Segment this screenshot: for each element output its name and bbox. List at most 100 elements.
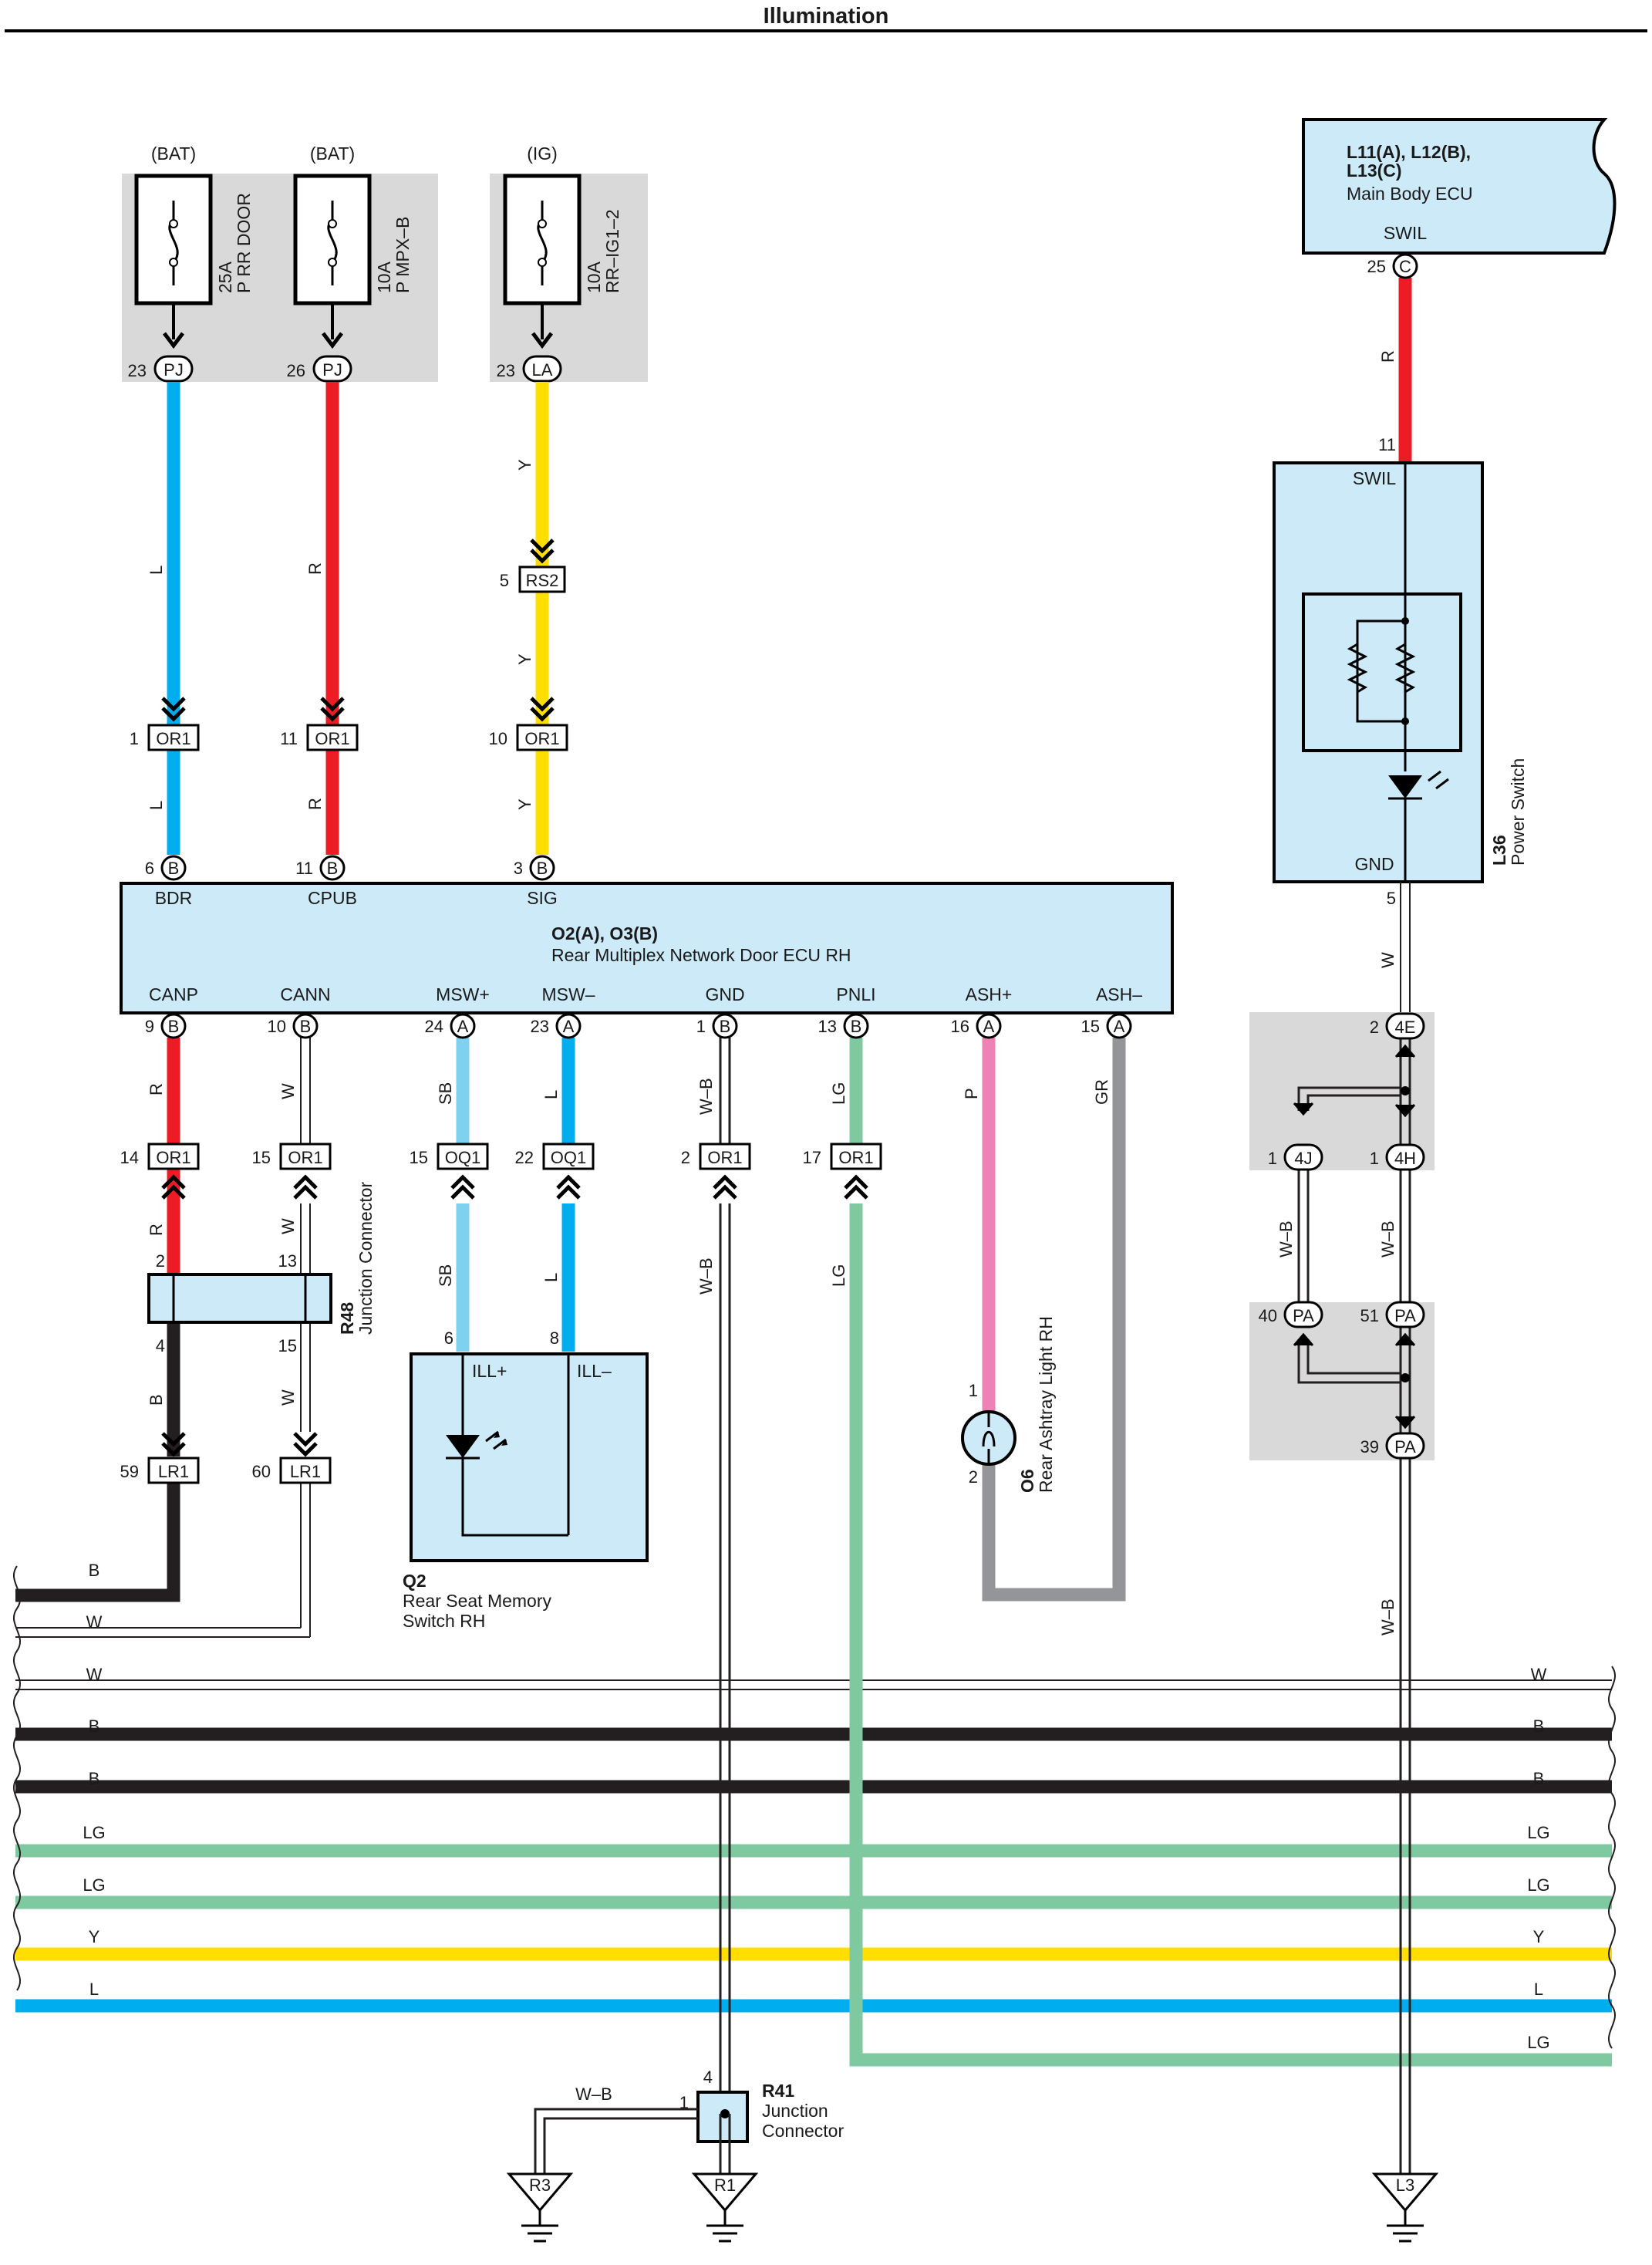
wire-label-cann: W [278,1083,298,1099]
rs2-name: RS2 [526,571,559,590]
ps-led-icon [1388,775,1422,798]
svg-text:SIG: SIG [527,888,558,908]
svg-text:22: 22 [515,1148,534,1167]
break-mark-right [1607,1666,1617,2049]
or1-upper-2-pin: 11 [280,729,298,748]
svg-text:PA: PA [1394,1306,1416,1325]
wire-label-r41-r3: W–B [575,2084,612,2104]
svg-text:60: 60 [252,1462,271,1481]
ecu-terminal-ash-minus: A 15 [1081,1013,1132,1039]
svg-text:OQ1: OQ1 [551,1148,586,1167]
svg-text:OQ1: OQ1 [445,1148,480,1167]
svg-text:Junction Connector: Junction Connector [356,1181,376,1335]
svg-text:15: 15 [1081,1017,1100,1036]
fuse1-source: (BAT) [151,143,196,164]
svg-text:2: 2 [969,1467,978,1487]
wire-label-gnd: W–B [696,1078,716,1115]
ecu-terminal-gnd: B 1 [696,1013,738,1039]
bus-right-label-4: LG [1527,1823,1549,1842]
ground-r3-icon: R3 [506,2172,574,2243]
wire-label-msw-plus: SB [436,1082,455,1105]
svg-text:25: 25 [1367,257,1386,276]
svg-text:L36: L36 [1489,835,1509,866]
svg-text:1: 1 [696,1017,706,1036]
ground-l3-icon: L3 [1371,2172,1439,2243]
svg-text:OR1: OR1 [707,1148,742,1167]
wire-ps-gnd-w [1400,882,1411,1012]
wire-label-ps-gnd: W [1378,952,1397,968]
svg-text:PA: PA [1394,1437,1416,1457]
svg-text:40: 40 [1259,1306,1277,1325]
svg-text:LR1: LR1 [290,1462,321,1481]
or1-upper-2: OR1 11 [280,697,359,751]
bus-left-label-1: B [89,1561,100,1580]
svg-text:14: 14 [120,1148,139,1167]
svg-text:4J: 4J [1294,1149,1312,1168]
fuse1-rating: 25A [215,261,235,293]
ecu-label-pnli: PNLI [836,984,875,1004]
resistor-icon [1394,643,1416,694]
wire-label-canp-2: R [147,1224,166,1236]
svg-text:PA: PA [1293,1306,1314,1325]
fuse2-name: P MPX–B [393,217,413,293]
ecu-label-msw-minus: MSW– [542,984,595,1004]
svg-text:R1: R1 [714,2176,736,2195]
svg-text:6: 6 [444,1328,453,1348]
wire-ash-minus-gr [982,1038,1126,1602]
svg-text:GND: GND [1354,854,1394,874]
wire-label-cpub: R [305,562,325,575]
bus-left-label-3: W [86,1665,103,1684]
wire-label-gnd-2: W–B [696,1257,716,1295]
splice-pa39: PA 39 [1360,1416,1425,1460]
ecu-label-canp: CANP [149,984,198,1004]
svg-text:1: 1 [1268,1149,1277,1168]
or1-upper-1: OR1 1 [130,697,200,751]
fuse1-pin: 23 [128,361,147,380]
lower-conn-3: OQ1 15 [410,1143,489,1200]
svg-text:4E: 4E [1395,1018,1416,1037]
ecu-label-msw-plus: MSW+ [436,984,490,1004]
ecu-terminal-msw-plus: A 24 [425,1013,476,1039]
svg-text:L3: L3 [1396,2176,1414,2195]
splice-node [1401,1373,1410,1382]
splice-4j: 4J 1 [1268,1102,1323,1171]
svg-text:2: 2 [681,1148,690,1167]
fuse3-pin: 23 [497,361,515,380]
svg-text:LR1: LR1 [158,1462,189,1481]
splice-pa51: PA 51 [1360,1301,1425,1346]
diagram-title: Illumination [764,4,889,29]
svg-text:Switch RH: Switch RH [403,1611,485,1631]
bus-wires [15,1679,1612,2013]
splice-node [1401,1086,1410,1095]
main-body-ecu-body [1302,118,1617,255]
svg-text:4: 4 [156,1336,165,1355]
splice-4e: 4E 2 [1370,1012,1425,1118]
ground-r1-icon: R1 [691,2172,759,2243]
ecu-terminal-canp: B 9 [145,1013,187,1039]
wire-label-msw-plus-2: SB [436,1264,455,1287]
svg-text:39: 39 [1360,1437,1379,1457]
l36-power-switch: 11 SWIL GND L36 Power Switch [1273,435,1528,883]
rs2-connector: RS2 5 [500,538,566,593]
lower-conn-5: OR1 2 [681,1143,751,1200]
wire-label-canp-low: B [147,1394,166,1406]
wire-label-splice-wb-left: W–B [1276,1220,1296,1257]
svg-text:Rear Ashtray Light RH: Rear Ashtray Light RH [1036,1316,1056,1493]
wire-gnd-wb [719,1038,731,2092]
svg-text:Rear Seat Memory: Rear Seat Memory [403,1591,552,1611]
wire-label-swil: R [1378,350,1397,363]
rs2-pin: 5 [500,571,509,590]
fuse2-source: (BAT) [310,143,355,164]
svg-text:C: C [1399,257,1411,276]
svg-text:16: 16 [951,1017,969,1036]
wire-label-sig-1: Y [515,459,534,471]
bus-left-label-8: Y [89,1927,100,1946]
bus-right-label-7: L [1534,1980,1543,1999]
wire-label-cpub-2: R [305,798,325,810]
svg-text:B: B [300,1017,312,1036]
wire-cann-w [15,1038,311,1638]
svg-text:A: A [457,1017,469,1036]
fuse1-connector: 23 PJ [128,303,194,383]
svg-text:1: 1 [679,2093,689,2112]
wire-label-pnli: LG [829,1082,848,1105]
